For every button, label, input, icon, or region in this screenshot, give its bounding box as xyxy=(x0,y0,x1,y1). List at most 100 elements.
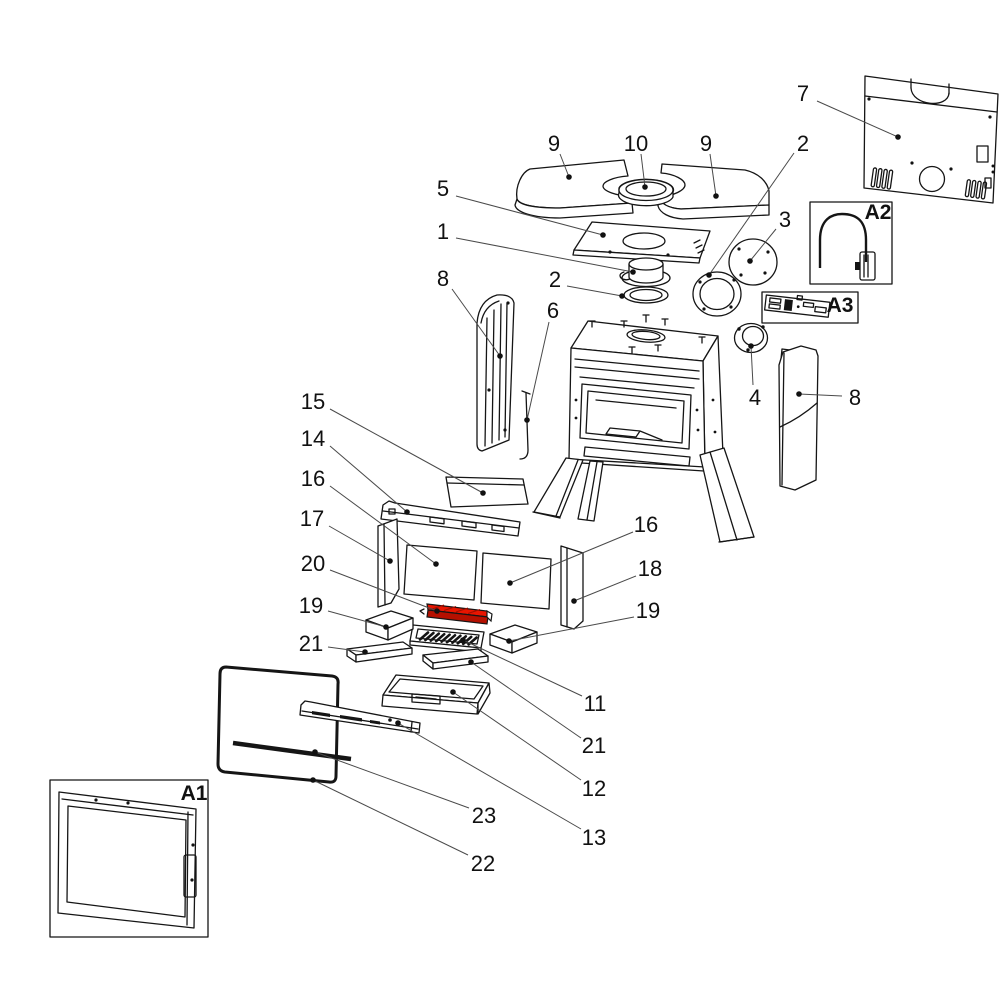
leader-line-11-23 xyxy=(462,639,583,697)
leader-dot-6-10 xyxy=(524,417,530,423)
leader-line-9-3 xyxy=(709,153,717,197)
detail-box-a3-label: A3 xyxy=(827,294,854,317)
part-slotted-bar xyxy=(299,700,421,734)
part-top-lid xyxy=(617,178,675,207)
leader-line-12-25 xyxy=(452,691,582,781)
callout-label-20-17: 20 xyxy=(301,551,325,576)
leader-line-4-11 xyxy=(750,345,754,386)
part-support-block-left xyxy=(365,610,414,641)
part-grate xyxy=(409,624,485,653)
leader-dot-20-17 xyxy=(434,608,440,614)
leader-dot-3-5 xyxy=(747,258,753,264)
callout-label-7-0: 7 xyxy=(797,81,809,106)
callout-label-16-15: 16 xyxy=(301,466,325,491)
leader-line-8-12 xyxy=(798,393,843,397)
part-firebrick-left xyxy=(403,544,478,601)
leader-dot-9-1 xyxy=(566,174,572,180)
callout-label-21-24: 21 xyxy=(582,733,606,758)
part-rod xyxy=(519,390,531,460)
leader-line-19-22 xyxy=(508,616,635,642)
leader-line-13-26 xyxy=(397,722,582,830)
leader-dot-7-0 xyxy=(895,134,901,140)
leader-line-6-10 xyxy=(526,321,550,421)
callout-label-11-23: 11 xyxy=(584,691,607,716)
leader-line-16-15 xyxy=(329,485,437,565)
leader-dot-11-23 xyxy=(460,637,466,643)
leader-dot-21-24 xyxy=(468,659,474,665)
leader-line-14-14 xyxy=(329,445,408,513)
leader-line-9-1 xyxy=(559,153,570,178)
detail-box-a1: A1 xyxy=(49,779,209,938)
detail-box-a2-label: A2 xyxy=(865,201,892,224)
leader-line-7-0 xyxy=(816,100,899,138)
leader-line-19-18 xyxy=(327,610,387,628)
callout-label-13-26: 13 xyxy=(582,825,606,850)
leader-dot-9-3 xyxy=(713,193,719,199)
leader-line-18-21 xyxy=(573,575,637,602)
leader-dot-17-16 xyxy=(387,558,393,564)
callout-label-5-6: 5 xyxy=(437,176,449,201)
part-ash-pan xyxy=(381,674,491,715)
callout-label-2-8: 2 xyxy=(549,267,561,292)
part-support-block-right xyxy=(489,624,538,654)
part-top-plate-left xyxy=(514,159,634,219)
detail-box-a3: A3 xyxy=(761,291,859,324)
part-highlighted-strip xyxy=(419,603,493,625)
leader-dot-8-12 xyxy=(796,391,802,397)
callout-label-6-10: 6 xyxy=(547,298,559,323)
callout-label-16-20: 16 xyxy=(634,512,658,537)
leader-line-16-20 xyxy=(509,531,634,584)
leader-line-20-17 xyxy=(329,569,438,612)
leader-dot-22-28 xyxy=(310,777,316,783)
leader-dot-19-22 xyxy=(506,638,512,644)
leader-dot-4-11 xyxy=(748,343,754,349)
leader-dot-2-8 xyxy=(619,293,625,299)
part-flue-collar xyxy=(619,257,671,288)
leader-line-1-7 xyxy=(455,237,634,273)
leader-dot-21-19 xyxy=(362,649,368,655)
part-deflector-plate xyxy=(445,476,529,508)
leader-line-17-16 xyxy=(328,525,391,562)
callout-label-12-25: 12 xyxy=(582,776,606,801)
stove-legs xyxy=(532,447,755,543)
stove-body xyxy=(532,314,755,543)
leader-line-10-2 xyxy=(640,153,646,188)
leader-line-21-19 xyxy=(327,646,366,653)
leader-line-2-8 xyxy=(566,285,623,297)
part-flat-bar-middle xyxy=(422,648,489,670)
callout-label-22-28: 22 xyxy=(471,851,495,876)
leader-dot-14-14 xyxy=(404,509,410,515)
part-side-panel-left xyxy=(476,294,515,452)
part-side-brick-right xyxy=(560,545,584,630)
callout-label-23-27: 23 xyxy=(472,803,496,828)
part-flange-ring xyxy=(692,271,742,317)
callout-label-18-21: 18 xyxy=(638,556,662,581)
part-blanking-plate xyxy=(728,238,778,286)
callout-label-19-22: 19 xyxy=(636,598,660,623)
callout-label-17-16: 17 xyxy=(300,506,324,531)
leader-dot-15-13 xyxy=(480,490,486,496)
leader-dot-16-20 xyxy=(507,580,513,586)
callout-label-9-3: 9 xyxy=(700,131,712,156)
leader-dot-23-27 xyxy=(312,749,318,755)
leader-dot-19-18 xyxy=(383,624,389,630)
vent-slots-left xyxy=(870,167,894,190)
detail-box-a2: A2 xyxy=(809,201,893,285)
leader-dot-5-6 xyxy=(600,232,606,238)
callout-label-1-7: 1 xyxy=(437,219,449,244)
callout-label-2-4: 2 xyxy=(797,131,809,156)
callout-label-8-12: 8 xyxy=(849,385,861,410)
leader-dot-8-9 xyxy=(497,353,503,359)
callout-label-4-11: 4 xyxy=(749,385,761,410)
leader-dot-13-26 xyxy=(395,720,401,726)
part-gasket-ring xyxy=(623,286,669,304)
callout-label-10-2: 10 xyxy=(624,131,648,156)
leader-dot-1-7 xyxy=(630,269,636,275)
leader-dot-18-21 xyxy=(571,598,577,604)
part-top-cover-panel xyxy=(572,221,711,264)
leader-line-3-5 xyxy=(749,228,777,262)
detail-box-a1-label: A1 xyxy=(181,782,208,805)
part-side-panel-right xyxy=(778,345,819,491)
